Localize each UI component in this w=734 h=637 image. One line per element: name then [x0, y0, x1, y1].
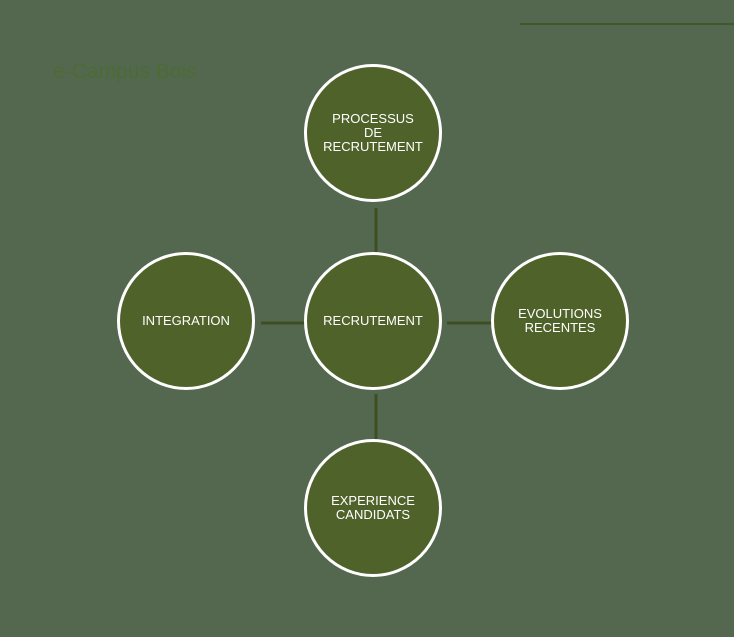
node-recrutement-center: RECRUTEMENT: [304, 252, 442, 390]
node-label: PROCESSUS DE RECRUTEMENT: [323, 111, 423, 154]
node-processus-de-recrutement: PROCESSUS DE RECRUTEMENT: [304, 64, 442, 202]
node-integration: INTEGRATION: [117, 252, 255, 390]
node-label: INTEGRATION: [142, 313, 230, 328]
node-label: EVOLUTIONS RECENTES: [518, 306, 602, 335]
node-label: RECRUTEMENT: [323, 313, 423, 328]
node-experience-candidats: EXPERIENCE CANDIDATS: [304, 439, 442, 577]
node-evolutions-recentes: EVOLUTIONS RECENTES: [491, 252, 629, 390]
header-rule: [520, 23, 734, 25]
brand-title: e-Campus Bois: [53, 60, 197, 83]
node-label: EXPERIENCE CANDIDATS: [331, 493, 415, 522]
